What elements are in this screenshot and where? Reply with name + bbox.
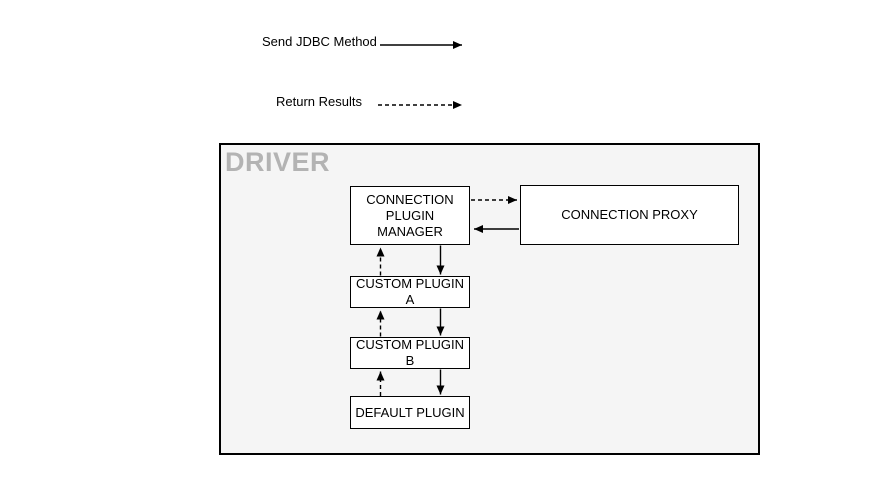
node-connection-plugin-manager: CONNECTION PLUGIN MANAGER — [350, 186, 470, 245]
node-custom-plugin-a-label: CUSTOM PLUGIN A — [355, 276, 465, 307]
legend-send-label: Send JDBC Method — [262, 34, 377, 49]
driver-container-title: DRIVER — [225, 147, 331, 177]
node-default-plugin: DEFAULT PLUGIN — [350, 396, 470, 429]
legend-return-label: Return Results — [276, 94, 362, 109]
node-connection-proxy: CONNECTION PROXY — [520, 185, 739, 245]
node-default-plugin-label: DEFAULT PLUGIN — [355, 404, 465, 420]
node-custom-plugin-b-label: CUSTOM PLUGIN B — [355, 337, 465, 368]
node-custom-plugin-b: CUSTOM PLUGIN B — [350, 337, 470, 369]
node-connection-plugin-manager-label: CONNECTION PLUGIN MANAGER — [366, 191, 454, 239]
node-connection-proxy-label: CONNECTION PROXY — [561, 207, 698, 222]
node-custom-plugin-a: CUSTOM PLUGIN A — [350, 276, 470, 308]
